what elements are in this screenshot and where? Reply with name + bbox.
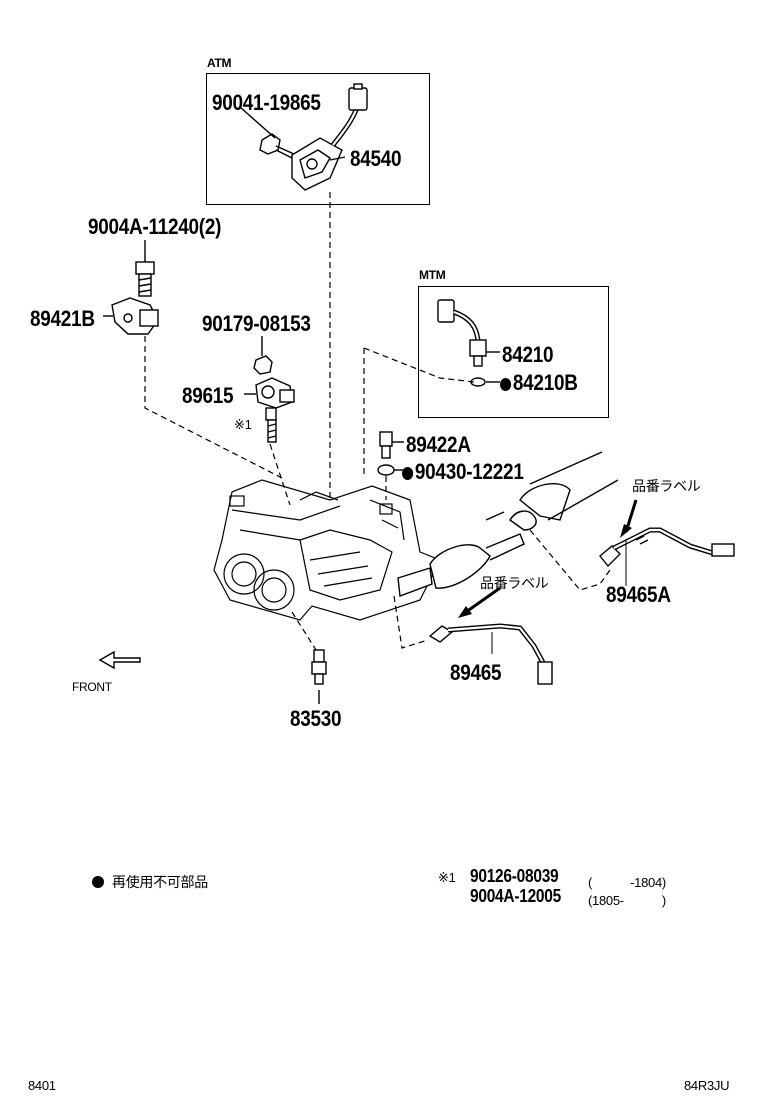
front-arrow-icon (98, 650, 141, 670)
part-89421b: 89421B (30, 306, 95, 331)
bolt-90041-19865 (259, 133, 295, 159)
neutral-switch-84540 (291, 83, 368, 191)
bolt-9004a-11240 (135, 261, 155, 297)
part-90179-08153: 90179-08153 (202, 311, 311, 336)
legend-text: 再使用不可部品 (112, 874, 208, 890)
part-84210b-text: 84210B (512, 370, 578, 395)
part-90430-12221: 90430-12221 (402, 459, 524, 485)
exhaust-pipe (397, 451, 619, 597)
footnote-row1-part: 90126-08039 (470, 866, 559, 886)
atm-title: ATM (207, 56, 232, 70)
footer-left-code: 8401 (28, 1078, 56, 1093)
label-tag-1: 品番ラベル (632, 478, 701, 494)
part-89422a: 89422A (406, 432, 471, 457)
footnote-mark: ※1 (438, 870, 456, 885)
footer-right-code: 84R3JU (684, 1078, 730, 1093)
atm-box (206, 73, 430, 205)
spark-plug-83530 (311, 649, 327, 685)
part-9004a-11240: 9004A-11240(2) (88, 214, 222, 239)
part-84210: 84210 (502, 342, 554, 367)
footnote-row1-range: ( -1804) (588, 875, 666, 890)
part-89465a: 89465A (606, 582, 671, 607)
part-84210b: 84210B (500, 370, 578, 396)
stud-ref1 (265, 407, 277, 443)
non-reusable-dot-icon (402, 467, 414, 480)
part-90430-12221-text: 90430-12221 (414, 459, 524, 484)
mtm-box (418, 286, 609, 418)
part-89465: 89465 (450, 660, 502, 685)
sensor-89421b (111, 297, 159, 335)
legend-dot-icon (92, 876, 104, 888)
legend: 再使用不可部品 (92, 872, 208, 892)
label-tag-2: 品番ラベル (480, 575, 549, 591)
part-90041-19865: 90041-19865 (212, 90, 321, 115)
o2-sensor-89465 (428, 623, 553, 685)
part-84540: 84540 (350, 146, 402, 171)
mtm-title: MTM (419, 268, 446, 282)
ref1-mark: ※1 (234, 417, 252, 432)
part-89615: 89615 (182, 383, 234, 408)
o2-sensor-89465a (599, 527, 735, 568)
footnote-row2-part: 9004A-12005 (470, 886, 561, 906)
part-83530: 83530 (290, 706, 342, 731)
switch-84210 (437, 299, 487, 367)
knock-sensor-89615 (255, 377, 295, 409)
sensor-89422a (379, 431, 393, 459)
front-label: FRONT (72, 680, 112, 694)
engine-block (213, 479, 441, 621)
non-reusable-dot-icon (500, 378, 512, 391)
footnote-row2-range: (1805- ) (588, 893, 666, 908)
